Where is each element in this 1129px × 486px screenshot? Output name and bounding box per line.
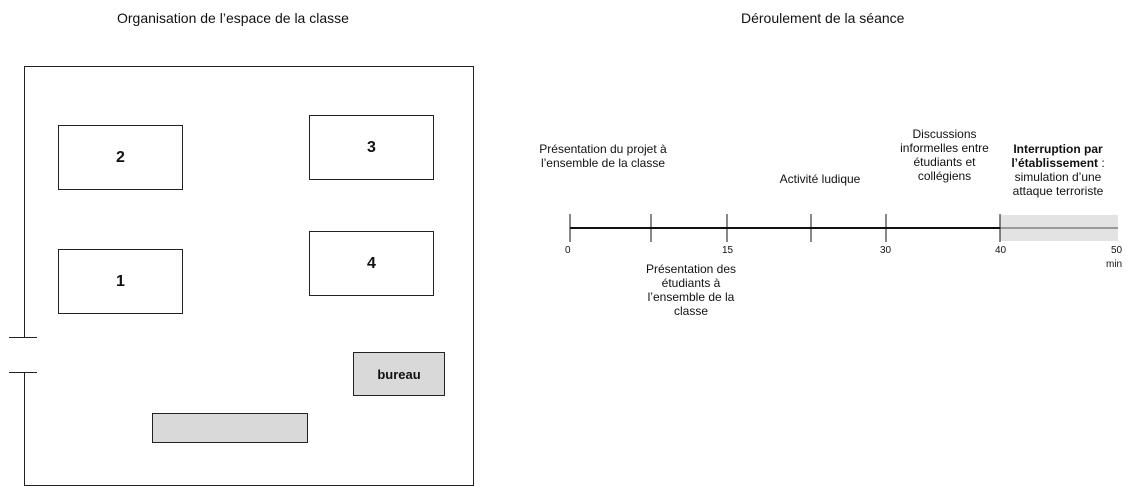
timeline-title: Déroulement de la séance — [741, 10, 905, 26]
table-label: 4 — [367, 254, 376, 272]
unit-label: min — [1106, 259, 1123, 270]
classroom-title: Organisation de l’espace de la classe — [117, 10, 349, 26]
tick-label-40: 40 — [995, 245, 1007, 256]
board — [152, 413, 308, 443]
label-discussions: Discussions informelles entre étudiants … — [900, 127, 989, 183]
table-1: 1 — [58, 249, 183, 314]
tick-label-30: 30 — [880, 245, 892, 256]
tick-label-0: 0 — [565, 245, 571, 256]
table-3: 3 — [309, 115, 434, 180]
desk-label: bureau — [377, 366, 421, 382]
door-mark-bottom — [9, 372, 37, 373]
tick-label-50: 50 — [1111, 245, 1123, 256]
interruption-rest: : simulation d’une attaque terroriste — [1012, 156, 1105, 198]
label-interruption: Interruption par l’établissement : simul… — [996, 142, 1120, 198]
label-activite-ludique: Activité ludique — [779, 172, 861, 186]
label-presentation-projet: Présentation du projet à l’ensemble de l… — [539, 142, 667, 170]
table-label: 2 — [116, 148, 125, 166]
table-2: 2 — [58, 125, 183, 190]
table-4: 4 — [309, 231, 434, 296]
tick-label-15: 15 — [722, 245, 734, 256]
door-mark-top — [9, 337, 37, 338]
door-opening — [23, 337, 26, 373]
table-label: 1 — [116, 272, 125, 290]
timeline-axis — [569, 214, 1118, 242]
label-presentation-etudiants: Présentation des étudiants à l’ensemble … — [645, 262, 737, 318]
table-label: 3 — [367, 138, 376, 156]
teacher-desk: bureau — [353, 352, 445, 396]
interruption-bold: Interruption par l’établissement — [1011, 142, 1103, 170]
